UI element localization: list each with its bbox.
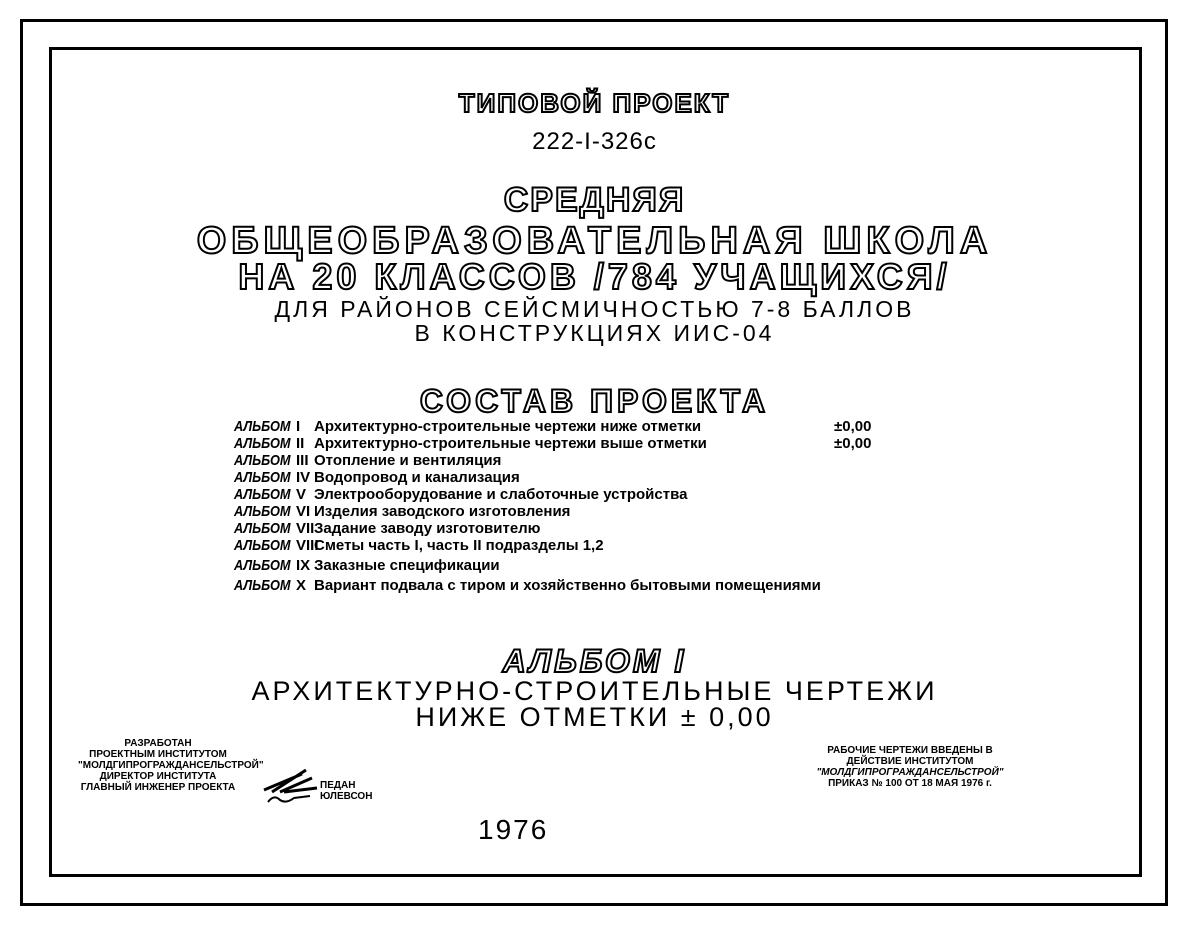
- album-number: VIII: [296, 537, 319, 554]
- year: 1976: [478, 814, 549, 845]
- album-number: V: [296, 486, 307, 503]
- album-subtitle-2: НИЖЕ ОТМЕТКИ ± 0,00: [415, 702, 774, 732]
- album-label: АЛЬБОМ: [234, 557, 291, 574]
- album-item: АЛЬБОМ II Архитектурно-строительные чертеж…: [234, 435, 871, 452]
- album-text: Заказные спецификации: [314, 557, 500, 574]
- album-text: Сметы часть I, часть II подразделы 1,2: [314, 537, 604, 554]
- album-text: Электрооборудование и слаботочные устрой…: [314, 486, 688, 503]
- album-text: Водопровод и канализация: [314, 469, 520, 486]
- approval-block: РАБОЧИЕ ЧЕРТЕЖИ ВВЕДЕНЫ В ДЕЙСТВИЕ ИНСТИ…: [790, 745, 1030, 789]
- developer-line: ГЛАВНЫЙ ИНЖЕНЕР ПРОЕКТА: [80, 782, 236, 793]
- approval-line: ПРИКАЗ № 100 ОТ 18 МАЯ 1976 г.: [828, 778, 992, 789]
- album-item: АЛЬБОМ X Вариант подвала с тиром и хозяйст…: [234, 577, 821, 594]
- inner-border: [49, 47, 1142, 877]
- title-line-3: НА 20 КЛАССОВ /784 УЧАЩИХСЯ/: [237, 256, 951, 297]
- album-number: III: [296, 452, 309, 469]
- approval-line: РАБОЧИЕ ЧЕРТЕЖИ ВВЕДЕНЫ В: [827, 745, 993, 756]
- title-line-1: СРЕДНЯЯ: [503, 181, 686, 219]
- album-label: АЛЬБОМ: [234, 418, 291, 435]
- approval-line: ДЕЙСТВИЕ ИНСТИТУТОМ: [846, 756, 974, 767]
- album-label: АЛЬБОМ: [234, 452, 291, 469]
- approval-line: "МОЛДГИПРОГРАЖДАНСЕЛЬСТРОЙ": [816, 767, 1004, 778]
- album-label: АЛЬБОМ: [234, 435, 291, 452]
- album-item: АЛЬБОМ III Отопление и вентиляция: [234, 452, 821, 469]
- outer-border: [20, 19, 1168, 906]
- project-code: 222-І-326с: [532, 128, 657, 155]
- album-mark: ±0,00: [834, 435, 872, 452]
- album-item: АЛЬБОМ VIIIСметы часть I, часть II подраз…: [234, 537, 821, 554]
- album-label: АЛЬБОМ: [234, 469, 291, 486]
- album-label: АЛЬБОМ: [234, 503, 291, 520]
- signature-icon: [263, 768, 318, 803]
- album-mark: ±0,00: [834, 418, 872, 435]
- album-number: IX: [296, 557, 311, 574]
- album-number: II: [296, 435, 305, 452]
- album-item: АЛЬБОМ V Электрооборудование и слаботочные…: [234, 486, 821, 503]
- album-label: АЛЬБОМ: [234, 520, 291, 537]
- album-title: АЛЬБОМ I: [502, 643, 687, 679]
- album-label: АЛЬБОМ: [234, 486, 291, 503]
- title-line-4: ДЛЯ РАЙОНОВ СЕЙСМИЧНОСТЬЮ 7-8 БАЛЛОВ: [274, 296, 915, 322]
- title-line-5: В КОНСТРУКЦИЯХ ИИС-04: [414, 320, 775, 346]
- album-text: Задание заводу изготовителю: [314, 520, 541, 537]
- album-number: X: [296, 577, 307, 594]
- signatory-name: ЮЛЕВСОН: [320, 791, 373, 802]
- album-number: VII: [296, 520, 315, 537]
- album-number: IV: [296, 469, 311, 486]
- album-number: I: [296, 418, 301, 435]
- album-list: АЛЬБОМ I Архитектурно-строительные чертежи…: [234, 418, 871, 594]
- contents-heading: СОСТАВ ПРОЕКТА: [419, 383, 770, 419]
- developer-line: "МОЛДГИПРОГРАЖДАНСЕЛЬСТРОЙ": [78, 760, 264, 771]
- album-text: Архитектурно-строительные чертежи ниже о…: [314, 418, 702, 435]
- album-item: АЛЬБОМ VIIЗадание заводу изготовителю: [234, 520, 821, 537]
- signatories: ПЕДАН ЮЛЕВСОН: [320, 780, 372, 802]
- album-subtitle-1: АРХИТЕКТУРНО-СТРОИТЕЛЬНЫЕ ЧЕРТЕЖИ: [251, 676, 938, 706]
- album-text: Архитектурно-строительные чертежи выше о…: [314, 435, 707, 452]
- developer-line: ДИРЕКТОР ИНСТИТУТА: [99, 771, 217, 782]
- album-label: АЛЬБОМ: [234, 537, 291, 554]
- album-item: АЛЬБОМ I Архитектурно-строительные чертежи…: [234, 418, 871, 435]
- title-line-2: ОБЩЕОБРАЗОВАТЕЛЬНАЯ ШКОЛА: [196, 220, 993, 262]
- developer-line: РАЗРАБОТАН: [124, 738, 192, 749]
- album-text: Изделия заводского изготовления: [314, 503, 571, 520]
- signatory-name: ПЕДАН: [320, 780, 356, 791]
- album-label: АЛЬБОМ: [234, 577, 291, 594]
- album-text: Вариант подвала с тиром и хозяйственно б…: [314, 577, 821, 594]
- developer-block: РАЗРАБОТАН ПРОЕКТНЫМ ИНСТИТУТОМ "МОЛДГИП…: [78, 738, 264, 793]
- header-title: ТИПОВОЙ ПРОЕКТ: [458, 88, 731, 118]
- album-number: VI: [296, 503, 311, 520]
- album-text: Отопление и вентиляция: [314, 452, 502, 469]
- developer-line: ПРОЕКТНЫМ ИНСТИТУТОМ: [89, 749, 227, 760]
